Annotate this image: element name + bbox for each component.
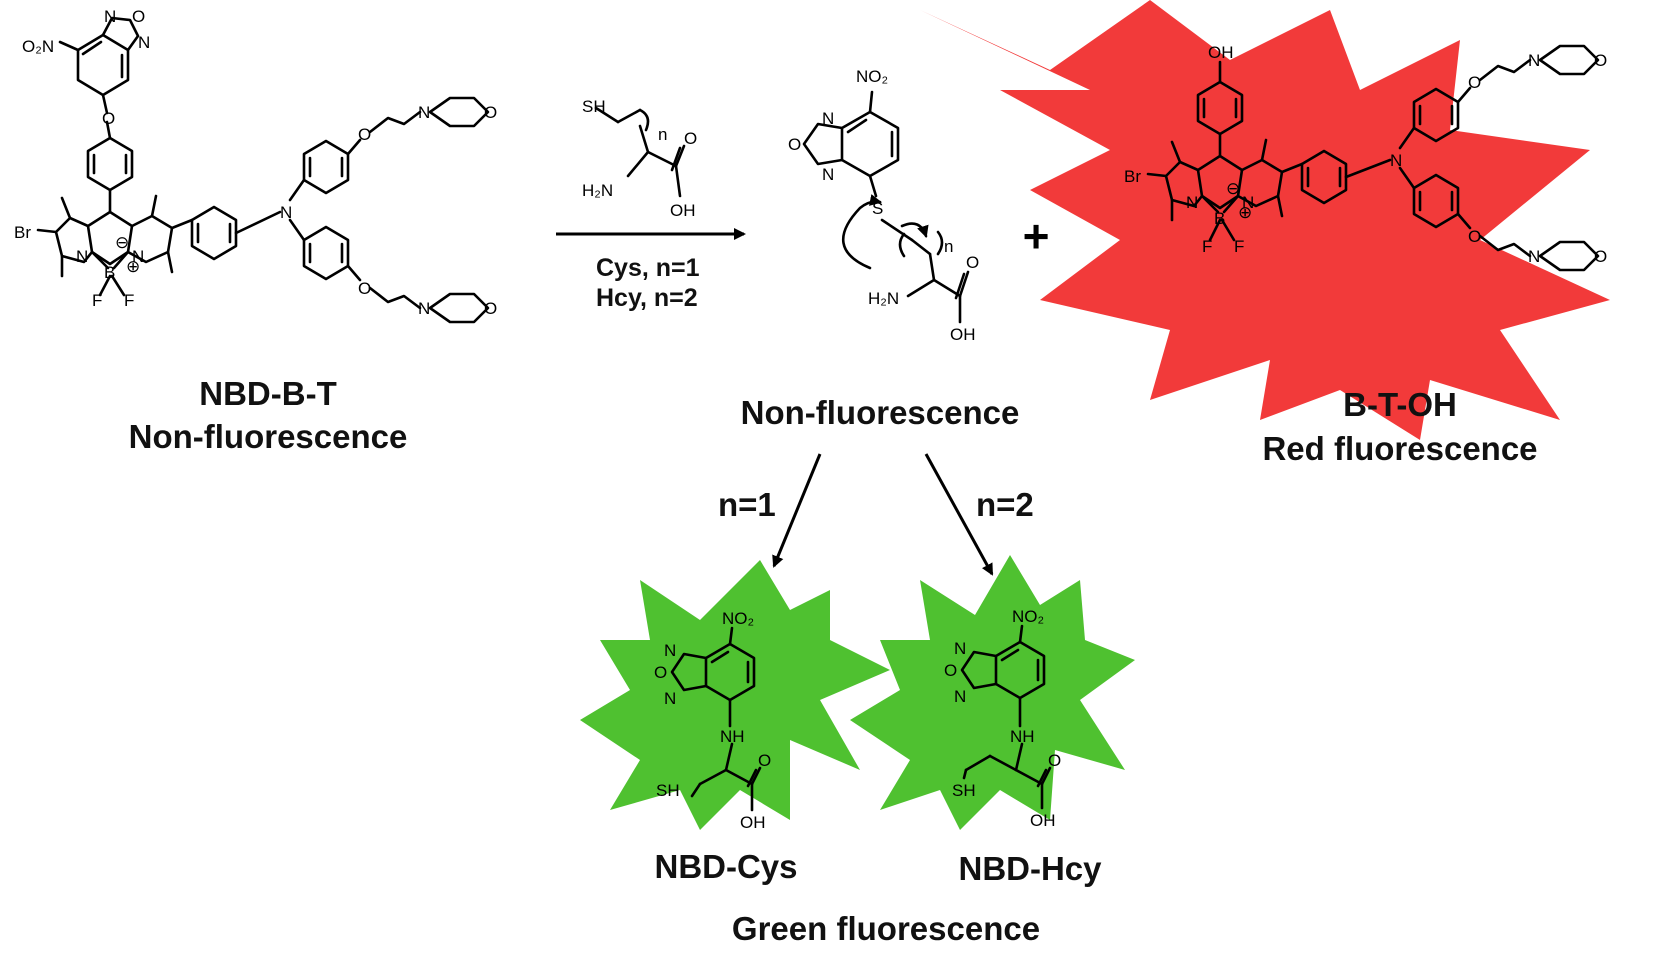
reactant-state: Non-fluorescence	[129, 418, 408, 455]
reagent-h2n: H₂N	[582, 181, 613, 200]
condition-hcy: Hcy, n=2	[596, 284, 698, 312]
nbd-hcy-nh: NH	[1010, 727, 1035, 746]
molecule-nbd-hcy: NO₂ N O N NH SH O OH NBD-Hcy	[944, 607, 1102, 887]
atom-o: O	[1594, 51, 1607, 70]
atom-o: O	[654, 663, 667, 682]
atom-o: O	[1594, 247, 1607, 266]
branch-arrow-left	[772, 453, 822, 568]
charge-minus: ⊖	[1226, 179, 1240, 198]
atom-n: N	[664, 641, 676, 660]
nbd-hcy-no2: NO₂	[1012, 607, 1044, 626]
nbd-cys-oh: OH	[740, 813, 766, 832]
atom-f: F	[124, 291, 134, 310]
green-fluorescence-label: Green fluorescence	[732, 910, 1040, 947]
molecule-intermediate: NO₂ N O N S n H₂N O OH Non-fluorescence	[741, 67, 1020, 431]
atom-br: Br	[14, 223, 31, 242]
branch-label-right: n=2	[976, 486, 1034, 523]
atom-n: N	[1390, 151, 1402, 170]
reactant-name: NBD-B-T	[199, 375, 336, 412]
atom-n: N	[418, 299, 430, 318]
atom-n: N	[418, 103, 430, 122]
green-fluorescence-burst-hcy	[850, 555, 1135, 830]
condition-cys: Cys, n=1	[596, 254, 700, 282]
nbd-cys-name: NBD-Cys	[654, 848, 797, 885]
molecule-nbd-b-t: O₂N N O N O Br N N B ⊖ ⊕ F F N O N O O N…	[14, 7, 497, 455]
b-t-oh-br: Br	[1124, 167, 1141, 186]
molecule-nbd-cys: NO₂ N O N NH SH O OH NBD-Cys	[654, 609, 798, 885]
atom-n: N	[664, 689, 676, 708]
atom-o: O	[102, 109, 115, 128]
nbd-cys-nh: NH	[720, 727, 745, 746]
atom-n: N	[104, 7, 116, 26]
nbd-hcy-sh: SH	[952, 781, 976, 800]
intermediate-state: Non-fluorescence	[741, 394, 1020, 431]
atom-o: O	[1468, 73, 1481, 92]
branch-label-left: n=1	[718, 486, 776, 523]
atom-o: O	[1468, 227, 1481, 246]
reagent-sh: SH	[582, 97, 606, 116]
atom-o: O	[944, 661, 957, 680]
charge-minus: ⊖	[115, 233, 129, 252]
atom-n: N	[954, 639, 966, 658]
atom-no2: O₂N	[22, 37, 54, 56]
nbd-cys-sh: SH	[656, 781, 680, 800]
intermediate-n-index: n	[944, 237, 953, 256]
b-t-oh-oh: OH	[1208, 43, 1234, 62]
plus-sign: +	[1023, 210, 1050, 262]
molecule-b-t-oh: OH Br N N B ⊖ ⊕ F F N O N O O N O B-T-OH…	[1124, 43, 1607, 467]
atom-o: O	[684, 129, 697, 148]
atom-b: B	[1214, 209, 1225, 228]
atom-n: N	[132, 247, 144, 266]
red-fluorescence-burst	[920, 0, 1610, 440]
atom-n: N	[1528, 247, 1540, 266]
reagent-structure: SH n H₂N O OH	[582, 97, 697, 220]
intermediate-s: S	[872, 199, 883, 218]
atom-f: F	[92, 291, 102, 310]
atom-b: B	[104, 263, 115, 282]
atom-n: N	[1186, 193, 1198, 212]
branch-arrow-right	[924, 453, 994, 576]
atom-o: O	[484, 299, 497, 318]
atom-n: N	[1528, 51, 1540, 70]
nbd-hcy-oh: OH	[1030, 811, 1056, 830]
nbd-hcy-name: NBD-Hcy	[958, 850, 1102, 887]
atom-o: O	[484, 103, 497, 122]
atom-o: O	[132, 7, 145, 26]
atom-o: O	[758, 751, 771, 770]
atom-o: O	[358, 125, 371, 144]
atom-n: N	[822, 165, 834, 184]
charge-plus: ⊕	[126, 257, 140, 276]
nbd-cys-no2: NO₂	[722, 609, 754, 628]
atom-n: N	[280, 203, 292, 222]
atom-n: N	[138, 33, 150, 52]
b-t-oh-f1: F	[1202, 237, 1212, 256]
atom-n: N	[76, 247, 88, 266]
charge-plus: ⊕	[1238, 203, 1252, 222]
atom-n: N	[1242, 193, 1254, 212]
intermediate-h2n: H₂N	[868, 289, 899, 308]
atom-n: N	[954, 687, 966, 706]
atom-o: O	[788, 135, 801, 154]
green-fluorescence-burst-cys	[580, 560, 890, 830]
b-t-oh-f2: F	[1234, 237, 1244, 256]
atom-o: O	[1048, 751, 1061, 770]
b-t-oh-state: Red fluorescence	[1262, 430, 1537, 467]
atom-n: N	[822, 109, 834, 128]
atom-o: O	[966, 253, 979, 272]
intermediate-no2: NO₂	[856, 67, 888, 86]
b-t-oh-name: B-T-OH	[1343, 386, 1457, 423]
reagent-n-index: n	[658, 125, 667, 144]
intermediate-oh: OH	[950, 325, 976, 344]
atom-o: O	[358, 279, 371, 298]
reagent-oh: OH	[670, 201, 696, 220]
